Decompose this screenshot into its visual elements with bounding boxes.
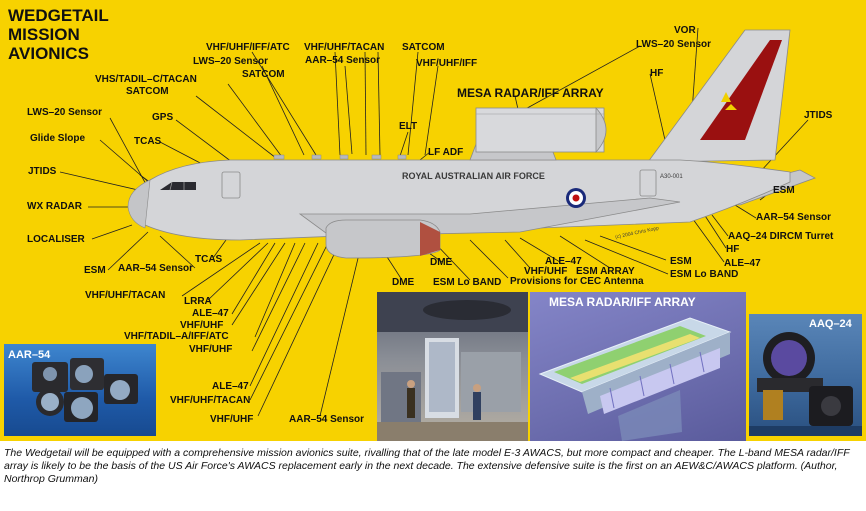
aar54-sensor-heads	[32, 358, 138, 422]
photo-mesa-array: MESA RADAR/IFF ARRAY	[530, 292, 746, 441]
tail-stripe	[700, 40, 782, 140]
forward-door	[221, 171, 241, 199]
label-hf-top: HF	[650, 68, 664, 79]
label-vhf-uhf-tacan-left: VHF/UHF/TACAN	[85, 290, 166, 301]
label-vhf-uhf-tacan-top: VHF/UHF/TACAN	[304, 42, 385, 53]
mesa-array-top-hat	[475, 107, 605, 153]
label-tcas-bottom: TCAS	[195, 254, 223, 265]
mesa-array-render	[538, 317, 732, 441]
title-line-1: WEDGETAIL	[8, 6, 109, 25]
figure-caption: The Wedgetail will be equipped with a co…	[4, 447, 850, 485]
aft-door	[639, 169, 657, 197]
aaq24-turret	[749, 332, 862, 436]
label-vhs-tadil: VHS/TADIL–C/TACAN	[95, 74, 197, 85]
title-line-3: AVIONICS	[8, 44, 89, 63]
label-provisions-cec: Provisions for CEC Antenna	[510, 276, 644, 287]
title-line-2: MISSION	[8, 25, 80, 44]
label-lws20-left: LWS–20 Sensor	[27, 107, 103, 118]
label-vhf-tadil-a: VHF/TADIL–A/IFF/ATC	[124, 331, 229, 342]
label-dme-b: DME	[430, 257, 453, 268]
label-aaq24-dircm: AAQ–24 DIRCM Turret	[728, 231, 834, 242]
label-esm-array: ESM ARRAY	[576, 266, 635, 277]
label-vhf-uhf-b: VHF/UHF	[189, 344, 233, 355]
construction-scene	[377, 292, 528, 441]
label-jtids-right: JTIDS	[804, 110, 833, 121]
photo-aar54: AAR–54	[4, 344, 156, 436]
label-vhf-uhf-a: VHF/UHF	[180, 320, 224, 331]
label-lws20-right: LWS–20 Sensor	[636, 39, 712, 50]
label-lf-adf: LF ADF	[428, 147, 464, 158]
label-vor: VOR	[674, 25, 696, 36]
nose-radome	[127, 179, 151, 229]
label-esm-lo-band-b: ESM Lo BAND	[670, 269, 739, 280]
label-dme-a: DME	[392, 277, 415, 288]
label-localiser: LOCALISER	[27, 234, 85, 245]
label-satcom-left: SATCOM	[126, 86, 169, 97]
photo-radar-construction	[377, 292, 528, 441]
label-esm-mid: ESM	[670, 256, 692, 267]
label-gps: GPS	[152, 112, 174, 123]
diagram-title: WEDGETAIL MISSION AVIONICS	[8, 6, 109, 63]
label-vhf-uhf-bottom: VHF/UHF	[210, 414, 254, 425]
label-hf-bottom: HF	[726, 244, 740, 255]
label-vhf-uhf-tacan-lower: VHF/UHF/TACAN	[170, 395, 251, 406]
photo-aar54-title: AAR–54	[8, 349, 51, 361]
label-vhf-uhf-iff: VHF/UHF/IFF	[416, 58, 478, 69]
photo-mesa-title: MESA RADAR/IFF ARRAY	[549, 295, 696, 309]
kangaroo-emblem	[721, 92, 737, 110]
label-ale47-lower: ALE–47	[212, 381, 249, 392]
label-jtids-left: JTIDS	[28, 166, 57, 177]
cockpit-windows	[160, 182, 196, 190]
aircraft-serial: A30-001	[660, 174, 683, 180]
photo-aaq24-title: AAQ–24	[809, 318, 852, 330]
label-aar54-right: AAR–54 Sensor	[756, 212, 832, 223]
label-elt: ELT	[399, 121, 418, 132]
mesa-heading: MESA RADAR/IFF ARRAY	[457, 86, 604, 100]
label-vhf-uhf-mid: VHF/UHF	[524, 266, 568, 277]
label-ale47-mid: ALE–47	[545, 256, 582, 267]
label-esm-right: ESM	[773, 185, 795, 196]
engine-nacelle	[325, 219, 441, 259]
label-esm-lo-band-a: ESM Lo BAND	[433, 277, 502, 288]
antenna-blades	[273, 154, 407, 160]
label-lrra: LRRA	[184, 296, 212, 307]
label-tcas-top: TCAS	[134, 136, 162, 147]
label-aar54-top: AAR–54 Sensor	[305, 55, 381, 66]
photo-aaq24: AAQ–24	[749, 314, 862, 436]
fuselage-text: ROYAL AUSTRALIAN AIR FORCE	[402, 171, 545, 181]
engine-exhaust	[420, 222, 440, 256]
label-aar54-left: AAR–54 Sensor	[118, 263, 194, 274]
label-wx-radar: WX RADAR	[27, 201, 82, 212]
aircraft-drawing	[59, 27, 816, 417]
label-satcom-mid: SATCOM	[242, 69, 285, 80]
label-vhf-uhf-iff-atc: VHF/UHF/IFF/ATC	[206, 42, 290, 53]
label-ale47-left: ALE–47	[192, 308, 229, 319]
label-aar54-bottom: AAR–54 Sensor	[289, 414, 365, 425]
label-ale47-right: ALE–47	[724, 258, 761, 269]
label-glide-slope: Glide Slope	[30, 133, 86, 144]
label-satcom-top: SATCOM	[402, 42, 445, 53]
label-lws20-top: LWS–20 Sensor	[193, 56, 269, 67]
label-esm-left: ESM	[84, 265, 106, 276]
